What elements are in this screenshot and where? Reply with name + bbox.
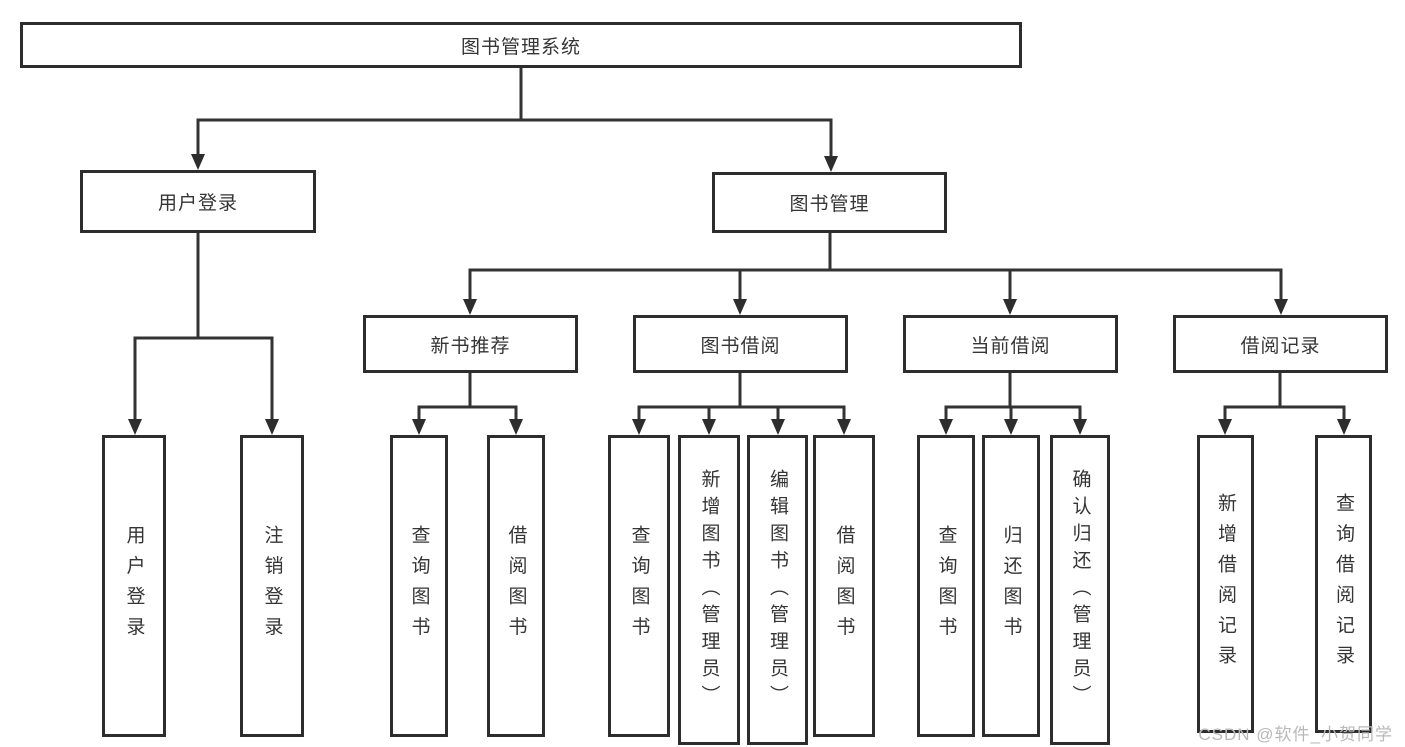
node-label: 新增图书（管理员） <box>698 468 720 712</box>
node-label: 确认归还（管理员） <box>1069 468 1091 712</box>
node-borrowing-records: 借阅记录 <box>1173 315 1388 373</box>
csdn-watermark: CSDN @软件_小贺同学 <box>1198 725 1393 744</box>
leaf-query-borrow-record: 查询借阅记录 <box>1315 435 1372 733</box>
node-label: 查询图书 <box>935 525 957 647</box>
node-label: 用户登录 <box>123 525 145 647</box>
node-label: 查询借阅记录 <box>1333 492 1354 676</box>
leaf-add-books-admin: 新增图书（管理员） <box>678 435 740 745</box>
leaf-return-books: 归还图书 <box>982 435 1040 737</box>
node-current-borrowing: 当前借阅 <box>903 315 1118 373</box>
node-book-borrowing: 图书借阅 <box>633 315 848 373</box>
node-label: 借阅记录 <box>1240 335 1321 357</box>
node-label: 新书推荐 <box>430 335 511 357</box>
node-label: 查询图书 <box>408 525 430 647</box>
node-root-library-system: 图书管理系统 <box>20 22 1022 68</box>
node-user-login-branch: 用户登录 <box>80 170 316 233</box>
node-new-book-recommend: 新书推荐 <box>363 315 578 373</box>
node-label: 新增借阅记录 <box>1215 492 1236 676</box>
leaf-borrow-books: 借阅图书 <box>813 435 875 737</box>
leaf-confirm-return-admin: 确认归还（管理员） <box>1050 435 1110 745</box>
node-label: 图书借阅 <box>700 335 781 357</box>
node-label: 编辑图书（管理员） <box>767 468 788 712</box>
leaf-edit-books-admin: 编辑图书（管理员） <box>747 435 808 745</box>
leaf-add-borrow-record: 新增借阅记录 <box>1197 435 1254 733</box>
leaf-logout: 注销登录 <box>240 435 304 737</box>
arrowhead-icons <box>128 154 1351 435</box>
leaf-query-books-current: 查询图书 <box>917 435 975 737</box>
node-label: 查询图书 <box>628 525 650 647</box>
node-label: 借阅图书 <box>833 525 855 647</box>
leaf-user-login: 用户登录 <box>102 435 166 737</box>
node-label: 当前借阅 <box>970 335 1051 357</box>
node-label: 用户登录 <box>157 193 238 214</box>
node-label: 注销登录 <box>261 525 283 647</box>
leaf-query-books-recommend: 查询图书 <box>390 435 448 737</box>
node-label: 归还图书 <box>1000 525 1022 647</box>
node-label: 借阅图书 <box>505 525 527 647</box>
node-label: 图书管理系统 <box>460 36 581 58</box>
node-book-management-branch: 图书管理 <box>712 172 947 233</box>
leaf-query-books-borrowing: 查询图书 <box>608 435 670 737</box>
node-label: 图书管理 <box>789 194 870 215</box>
leaf-borrow-books-recommend: 借阅图书 <box>487 435 545 737</box>
